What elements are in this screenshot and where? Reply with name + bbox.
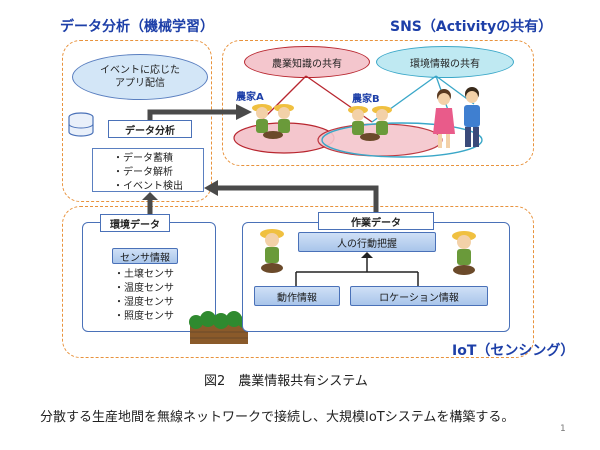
- farm-knowledge-ellipse: 農業知識の共有: [244, 46, 370, 78]
- crop-planter-icon: [189, 311, 250, 344]
- database-icon: [68, 112, 94, 137]
- worker-right-icon: [452, 231, 476, 275]
- farmer-a-label: 農家A: [236, 92, 264, 103]
- env-info-ellipse: 環境情報の共有: [376, 46, 514, 78]
- figure-caption: 図2 農業情報共有システム: [204, 374, 368, 389]
- sensor-item: 土壌センサ: [114, 268, 174, 282]
- analysis-title: データ分析（機械学習）: [60, 19, 214, 35]
- farmer-b-label: 農家B: [352, 94, 380, 105]
- farm-knowledge-label: 農業知識の共有: [272, 58, 342, 70]
- sensor-list: 土壌センサ 温度センサ 湿度センサ 照度センサ: [114, 268, 174, 324]
- analysis-item: データ蓄積: [113, 152, 203, 166]
- analysis-items-box: データ蓄積 データ解析 イベント検出: [92, 148, 204, 192]
- human-action-box: 人の行動把握: [298, 232, 436, 252]
- work-data-tag: 作業データ: [318, 212, 434, 230]
- analysis-item: イベント検出: [113, 180, 203, 194]
- sensor-info-label: センサ情報: [112, 248, 178, 264]
- work-data-connectors: [295, 252, 419, 286]
- env-data-tag: 環境データ: [100, 214, 170, 232]
- location-info-box: ロケーション情報: [350, 286, 488, 306]
- farmer-group-a-icon: [252, 104, 294, 139]
- sensor-item: 温度センサ: [114, 282, 174, 296]
- footer-text: 分散する生産地間を無線ネットワークで接続し、大規模IoTシステムを構築する。: [40, 410, 515, 425]
- env-info-label: 環境情報の共有: [410, 58, 480, 70]
- event-app-label: イベントに応じた アプリ配信: [100, 65, 180, 89]
- sensor-item: 湿度センサ: [114, 296, 174, 310]
- sns-title: SNS（Activityの共有）: [390, 19, 553, 35]
- iot-title: IoT（センシング）: [452, 343, 575, 359]
- analysis-item: データ解析: [113, 166, 203, 180]
- sensor-item: 照度センサ: [114, 310, 174, 324]
- worker-left-icon: [260, 229, 284, 273]
- event-app-ellipse: イベントに応じた アプリ配信: [72, 54, 208, 100]
- iot-region: [62, 206, 534, 358]
- data-analysis-tag: データ分析: [108, 120, 192, 138]
- farmer-group-b-icon: [348, 106, 392, 141]
- motion-info-box: 動作情報: [254, 286, 340, 306]
- page-number: 1: [560, 424, 566, 434]
- sns-region: [222, 40, 534, 166]
- analysis-region: [62, 40, 212, 202]
- consumers-icon: [433, 87, 480, 148]
